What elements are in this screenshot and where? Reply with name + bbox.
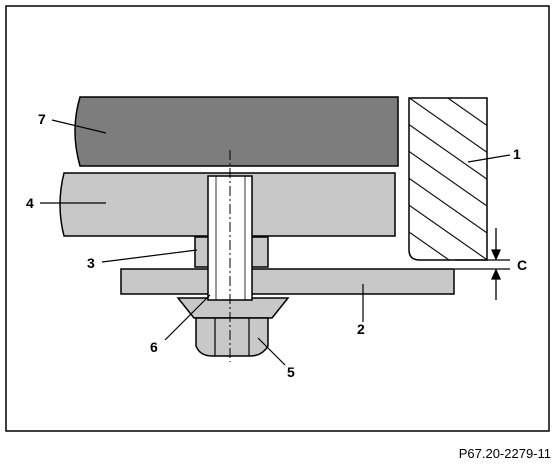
callout-4: 4 <box>26 195 34 211</box>
part-3-spacer-left <box>194 236 210 268</box>
part-6-collar <box>176 297 290 319</box>
part-7-upper-block <box>74 96 399 167</box>
callout-2: 2 <box>357 321 365 337</box>
leader-line-1 <box>467 154 511 163</box>
part-3-spacer-right <box>250 236 269 268</box>
leader-line-7 <box>51 119 107 134</box>
callout-1: 1 <box>513 146 521 162</box>
part-5-hex-head <box>195 317 269 357</box>
leader-line-5 <box>257 337 286 366</box>
callout-7: 7 <box>38 111 46 127</box>
callout-6: 6 <box>150 339 158 355</box>
dimension-c-marker <box>455 228 510 300</box>
callout-5: 5 <box>287 364 295 380</box>
figure-reference-code: P67.20-2279-11 <box>458 446 551 461</box>
part-2-bottom-plate <box>120 268 455 295</box>
part-1-hatched-body <box>408 97 488 261</box>
leader-line-6 <box>164 294 211 341</box>
callout-3: 3 <box>87 255 95 271</box>
callout-c: C <box>517 257 527 273</box>
leader-line-3 <box>101 249 198 263</box>
